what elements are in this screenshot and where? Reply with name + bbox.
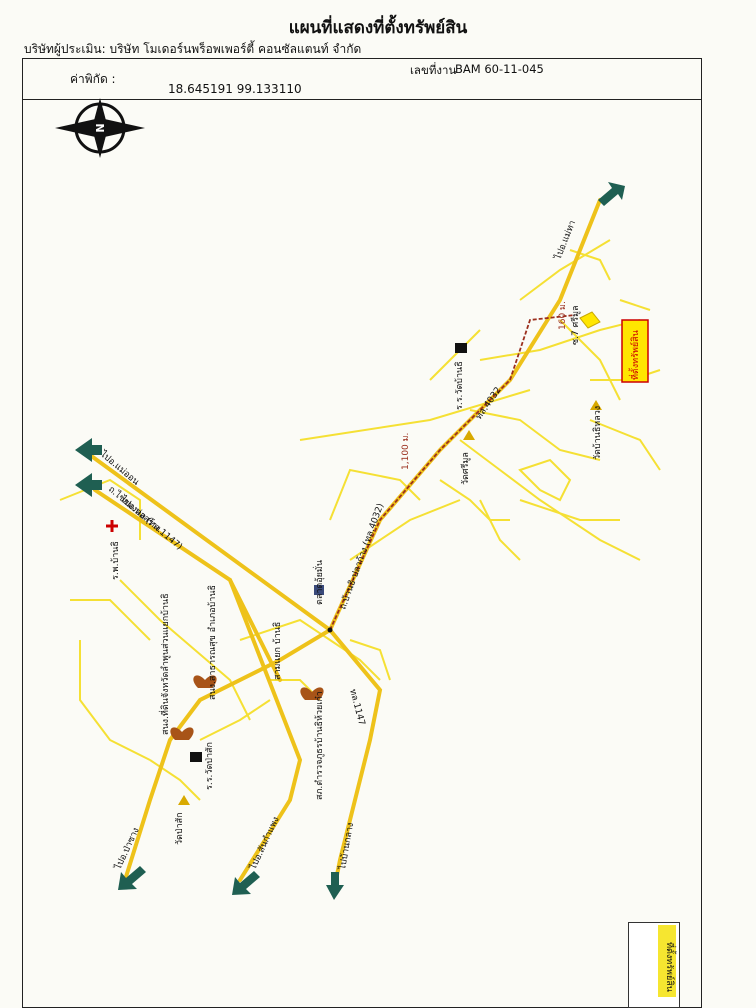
label-temple-right: วัดบ้านธิหลวง [592,406,603,460]
label-to-ban-klang: ไปบ้านกลาง [337,822,356,872]
pao-office-icon [170,727,194,740]
hospital-icon [106,520,118,532]
site-marker [579,311,601,329]
temple-right-icon [590,400,602,410]
arrow-ne-icon [598,182,625,206]
label-district-office: สนง.สาธารณสุข อำเภอบ้านธิ [207,585,218,700]
label-dist-160: 160 ม. [558,301,568,330]
temple-left-icon [178,795,190,805]
coord-label: ค่าพิกัด : [70,72,116,86]
compass-letter: N [93,123,106,132]
job-label: เลขที่งาน [410,63,457,77]
label-pao-office: สนง.ที่ดินจังหวัดลำพูนส่วนแยกบ้านธิ [158,593,171,735]
market-icon [314,585,324,595]
label-sam-yaek: สามแยก บ้านธิ [272,622,283,680]
school-right-icon [455,343,467,353]
label-site: ที่ตั้งทรัพย์สิน [628,330,641,380]
label-dist-1100: 1,100 ม. [401,433,411,470]
label-soi: ซ.7 ศรีมูล [570,305,581,345]
label-school-right: ร.ร.วัดบ้านธิ [454,361,465,410]
north-arrow-icon: N [55,98,145,158]
police-icon [300,687,324,700]
label-to-pa-sak: ไปอ.ป่าซาง [112,826,141,872]
district-office-icon [193,675,217,688]
job-value: BAM 60-11-045 [455,62,544,76]
arrow-sw-1-icon [118,866,146,890]
direction-arrows [75,182,625,900]
school-left-icon [190,752,202,762]
page-title: แผนที่แสดงที่ตั้งทรัพย์สิน [288,18,468,38]
label-temple-mid: วัดศรีมูล [460,452,471,485]
label-road-4032: ถ.บ้านธิ-ปลาก้าง (ทล.4032) [337,502,386,611]
arrow-nw-2-icon [75,473,102,497]
label-to-mae-tha: ไปอ.แม่ทา [552,219,578,262]
major-roads [88,198,602,887]
legend-swatch [658,925,676,997]
arrow-s-icon [326,872,344,900]
header-row [22,58,702,100]
appraiser-company: บริษัทผู้ประเมิน: บริษัท โมเดอร์นพร็อพเพ… [24,42,362,56]
site-label-box [621,319,649,383]
temple-mid-icon [463,430,475,440]
arrow-sw-2-icon [232,871,260,895]
legend-label: ที่ตั้งทรัพย์สิน [663,942,674,992]
label-school-left: ร.ร.วัดป่าสัก [205,742,215,790]
junction-dot [327,627,333,633]
label-hospital: ร.พ.บ้านธิ [110,541,121,580]
label-police: สภ.ตำรวจภูธรบ้านธิห้วยเก๋า [314,691,325,800]
label-market: ตลาดอุ้ยมั่น [312,560,325,605]
label-to-san-kamphaeng: ไปอ.สันกำแพง [247,815,281,872]
coord-value: 18.645191 99.133110 [168,82,302,96]
arrow-nw-1-icon [75,438,102,462]
label-road-1147-short: ทล.1147 [347,688,366,727]
label-temple-left: วัดป่าสัก [175,812,185,845]
